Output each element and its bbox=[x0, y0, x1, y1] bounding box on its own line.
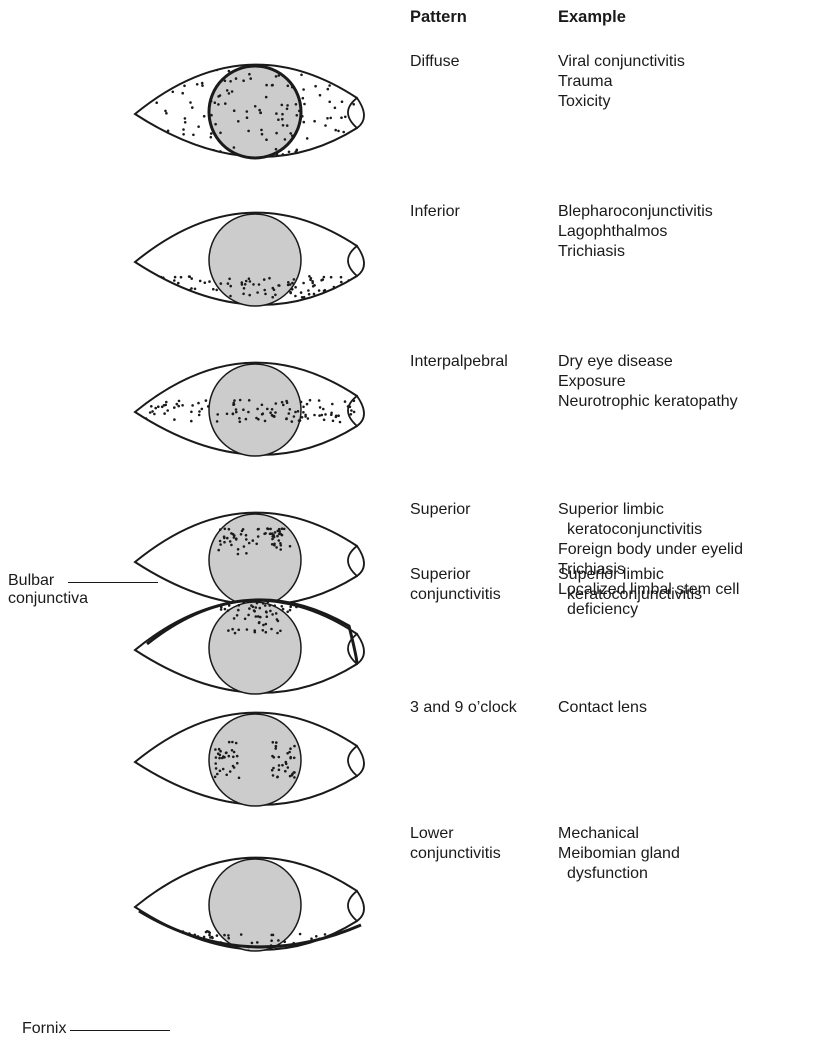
example-item: Exposure bbox=[558, 372, 738, 392]
bulbar-label-line2: conjunctiva bbox=[8, 590, 88, 608]
example-item: Blepharoconjunctivitis bbox=[558, 202, 713, 222]
example-list: Contact lens bbox=[558, 698, 647, 718]
eye-diagram-diffuse bbox=[125, 32, 385, 192]
example-item: Lagophthalmos bbox=[558, 222, 713, 242]
pattern-label: Diffuse bbox=[410, 52, 460, 72]
example-item: Superior limbic bbox=[558, 500, 743, 520]
pattern-label-line: Superior bbox=[410, 500, 470, 520]
pattern-label-line: Lower bbox=[410, 824, 501, 844]
pattern-label-line: conjunctivitis bbox=[410, 585, 501, 605]
example-item: Neurotrophic keratopathy bbox=[558, 392, 738, 412]
pattern-label-line: Inferior bbox=[410, 202, 460, 222]
cornea bbox=[209, 364, 301, 456]
bulbar-leader-line bbox=[68, 582, 158, 583]
pattern-label-line: conjunctivitis bbox=[410, 844, 501, 864]
pattern-label: Inferior bbox=[410, 202, 460, 222]
example-header: Example bbox=[558, 8, 626, 27]
pattern-label: Interpalpebral bbox=[410, 352, 508, 372]
pattern-label-line: Diffuse bbox=[410, 52, 460, 72]
eye-diagram-lower bbox=[125, 825, 385, 985]
fornix-label: Fornix bbox=[22, 1020, 66, 1038]
example-item: Mechanical bbox=[558, 824, 680, 844]
cornea bbox=[209, 66, 301, 158]
pattern-header: Pattern bbox=[410, 8, 467, 27]
bulbar-conjunctiva-label: Bulbar conjunctiva bbox=[8, 572, 88, 608]
eye-diagram-interpalpebral bbox=[125, 330, 385, 490]
example-item: Dry eye disease bbox=[558, 352, 738, 372]
example-item: keratoconjunctivitis bbox=[558, 585, 702, 605]
eye-diagram-inferior bbox=[125, 180, 385, 340]
example-item: Contact lens bbox=[558, 698, 647, 718]
cornea bbox=[209, 859, 301, 951]
example-item: Superior limbic bbox=[558, 565, 702, 585]
fornix-leader-line bbox=[70, 1030, 170, 1031]
example-item: Trauma bbox=[558, 72, 685, 92]
bulbar-label-line1: Bulbar bbox=[8, 572, 88, 590]
pattern-label: 3 and 9 o’clock bbox=[410, 698, 517, 718]
example-item: dysfunction bbox=[558, 864, 680, 884]
pattern-label: Superior bbox=[410, 500, 470, 520]
example-item: Trichiasis bbox=[558, 242, 713, 262]
example-item: Toxicity bbox=[558, 92, 685, 112]
cornea bbox=[209, 714, 301, 806]
cornea bbox=[209, 214, 301, 306]
pattern-label-line: 3 and 9 o’clock bbox=[410, 698, 517, 718]
example-item: Viral conjunctivitis bbox=[558, 52, 685, 72]
example-item: keratoconjunctivitis bbox=[558, 520, 743, 540]
example-item: Foreign body under eyelid bbox=[558, 540, 743, 560]
eye-diagram-three-nine bbox=[125, 680, 385, 840]
example-item: Meibomian gland bbox=[558, 844, 680, 864]
pattern-label-line: Superior bbox=[410, 565, 501, 585]
pattern-label-line: Interpalpebral bbox=[410, 352, 508, 372]
